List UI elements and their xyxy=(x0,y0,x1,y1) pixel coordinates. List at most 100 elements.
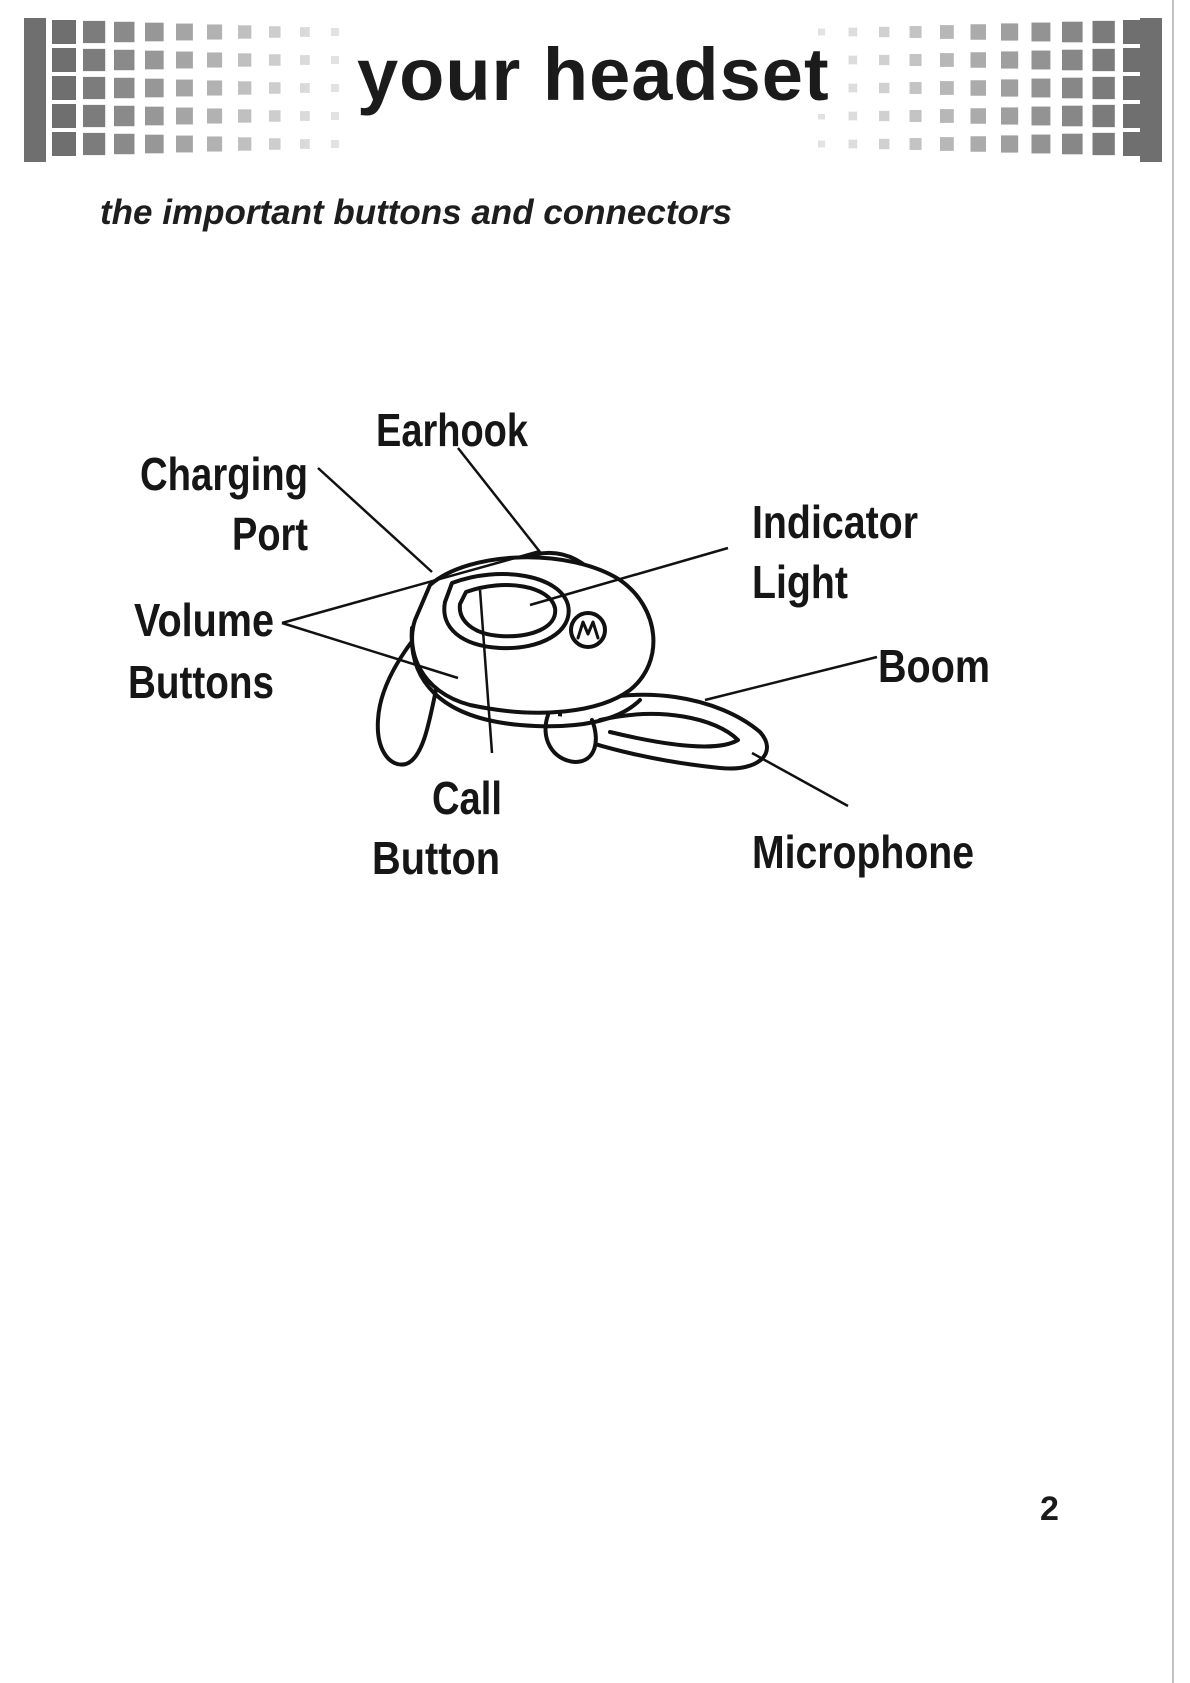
banner-square xyxy=(331,112,339,120)
banner-square xyxy=(207,108,222,123)
banner-square xyxy=(849,112,858,121)
banner-square xyxy=(300,83,310,93)
banner-square xyxy=(849,140,858,149)
label-boom: Boom xyxy=(878,640,990,692)
label-volume: Volume xyxy=(134,594,274,646)
banner-square xyxy=(1062,134,1083,155)
banner-square xyxy=(238,53,251,66)
banner-square xyxy=(83,105,105,127)
banner-square xyxy=(971,80,987,96)
label-buttons: Buttons xyxy=(128,656,274,708)
banner-square xyxy=(910,138,922,150)
banner-square xyxy=(176,80,193,97)
banner-square xyxy=(300,111,310,121)
headset-illustration xyxy=(378,553,767,769)
banner-square xyxy=(300,27,310,37)
banner-square xyxy=(1062,50,1083,71)
banner-square xyxy=(269,26,281,38)
banner-square xyxy=(1123,48,1147,72)
banner-square xyxy=(971,136,987,152)
label-charging: Charging xyxy=(140,448,308,500)
banner-square xyxy=(940,109,954,123)
banner-square xyxy=(269,110,281,122)
banner-square xyxy=(1093,105,1115,127)
banner-bar-left xyxy=(24,18,46,162)
banner-square xyxy=(207,24,222,39)
banner-square xyxy=(331,140,339,148)
banner-square xyxy=(145,79,164,98)
banner-square xyxy=(910,82,922,94)
banner-square xyxy=(849,28,858,37)
banner-square xyxy=(269,54,281,66)
label-microphone: Microphone xyxy=(752,826,974,878)
banner-square xyxy=(940,25,954,39)
banner-square xyxy=(114,134,134,154)
banner-square xyxy=(300,139,310,149)
banner-square xyxy=(971,24,987,40)
banner-square xyxy=(1062,78,1083,99)
page-title: your headset xyxy=(345,36,842,114)
banner-square xyxy=(879,83,889,93)
banner-square xyxy=(207,136,222,151)
banner-square xyxy=(1123,76,1147,100)
banner-square xyxy=(269,82,281,94)
headset-diagram: Earhook Charging Port Volume Buttons Ind… xyxy=(0,380,1190,940)
banner-square xyxy=(818,141,825,148)
earhook-leader xyxy=(458,448,540,552)
banner-square xyxy=(331,56,339,64)
banner-square xyxy=(1093,21,1115,43)
banner-square xyxy=(1032,51,1051,70)
banner-square xyxy=(849,84,858,93)
banner-square xyxy=(207,52,222,67)
label-light: Light xyxy=(752,556,848,608)
banner-square xyxy=(52,20,76,44)
banner-square xyxy=(910,110,922,122)
label-button: Button xyxy=(372,832,500,884)
banner-square xyxy=(207,80,222,95)
banner-square xyxy=(238,109,251,122)
banner-square xyxy=(238,25,251,38)
page-edge xyxy=(1172,0,1174,1683)
banner-square xyxy=(879,55,889,65)
banner-square xyxy=(145,135,164,154)
banner-square xyxy=(238,81,251,94)
banner-square xyxy=(1093,133,1115,155)
banner-square xyxy=(971,108,987,124)
banner-square xyxy=(1001,51,1018,68)
banner-square xyxy=(52,132,76,156)
charging-port-leader xyxy=(318,468,432,572)
banner-square xyxy=(1123,132,1147,156)
banner-square xyxy=(879,27,889,37)
label-call: Call xyxy=(432,772,502,824)
banner-square xyxy=(300,55,310,65)
section-subtitle: the important buttons and connectors xyxy=(100,193,732,233)
banner-square xyxy=(1001,107,1018,124)
banner-square xyxy=(879,111,889,121)
banner-square xyxy=(910,54,922,66)
page-number: 2 xyxy=(1040,1490,1059,1529)
banner-square xyxy=(52,104,76,128)
label-earhook: Earhook xyxy=(376,404,528,456)
banner-square xyxy=(1032,135,1051,154)
banner-square xyxy=(83,49,105,71)
banner-square xyxy=(176,108,193,125)
banner-square xyxy=(1062,106,1083,127)
banner-square xyxy=(83,77,105,99)
banner-square xyxy=(940,137,954,151)
banner-square xyxy=(1062,22,1083,43)
banner-square xyxy=(114,106,134,126)
banner-square xyxy=(269,138,281,150)
banner-square xyxy=(1093,77,1115,99)
boom-leader xyxy=(705,657,877,700)
microphone-leader xyxy=(752,753,848,806)
banner-square xyxy=(849,56,858,65)
banner-square xyxy=(910,26,922,38)
banner-square xyxy=(114,50,134,70)
banner-square xyxy=(145,23,164,42)
banner-square xyxy=(145,107,164,126)
label-indicator: Indicator xyxy=(752,496,918,548)
banner-square xyxy=(1001,79,1018,96)
banner-square xyxy=(176,136,193,153)
banner-square xyxy=(52,76,76,100)
banner-square xyxy=(940,81,954,95)
